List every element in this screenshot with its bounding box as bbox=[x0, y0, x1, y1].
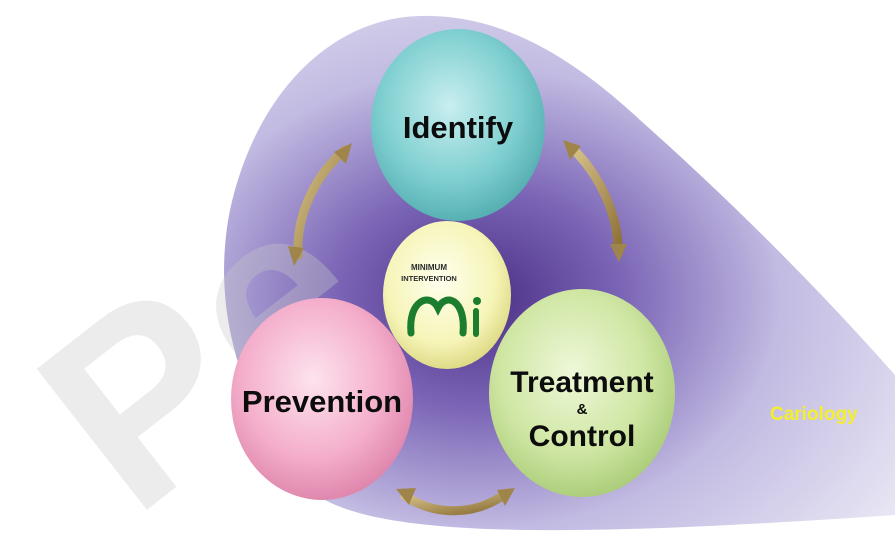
treatment-ampersand: & bbox=[577, 401, 588, 418]
arrow-identify-prevention bbox=[288, 143, 352, 266]
node-center-mi: MINIMUM INTERVENTION bbox=[383, 221, 511, 369]
cariology-label: Cariology bbox=[770, 404, 858, 425]
cycle-arrows bbox=[288, 140, 627, 516]
node-identify: Identify bbox=[371, 29, 545, 221]
center-intervention-text: INTERVENTION bbox=[401, 274, 457, 283]
treatment-label: Treatment bbox=[510, 366, 653, 399]
control-label: Control bbox=[529, 420, 636, 453]
arrow-prevention-treatment bbox=[396, 488, 515, 516]
center-minimum-text: MINIMUM bbox=[411, 263, 447, 272]
node-prevention: Prevention bbox=[231, 298, 413, 500]
identify-label: Identify bbox=[403, 110, 514, 145]
prevention-label: Prevention bbox=[242, 384, 402, 419]
mi-logo-icon bbox=[407, 296, 481, 337]
node-treatment-control: Treatment & Control bbox=[489, 289, 675, 497]
arrow-identify-treatment bbox=[563, 140, 627, 262]
